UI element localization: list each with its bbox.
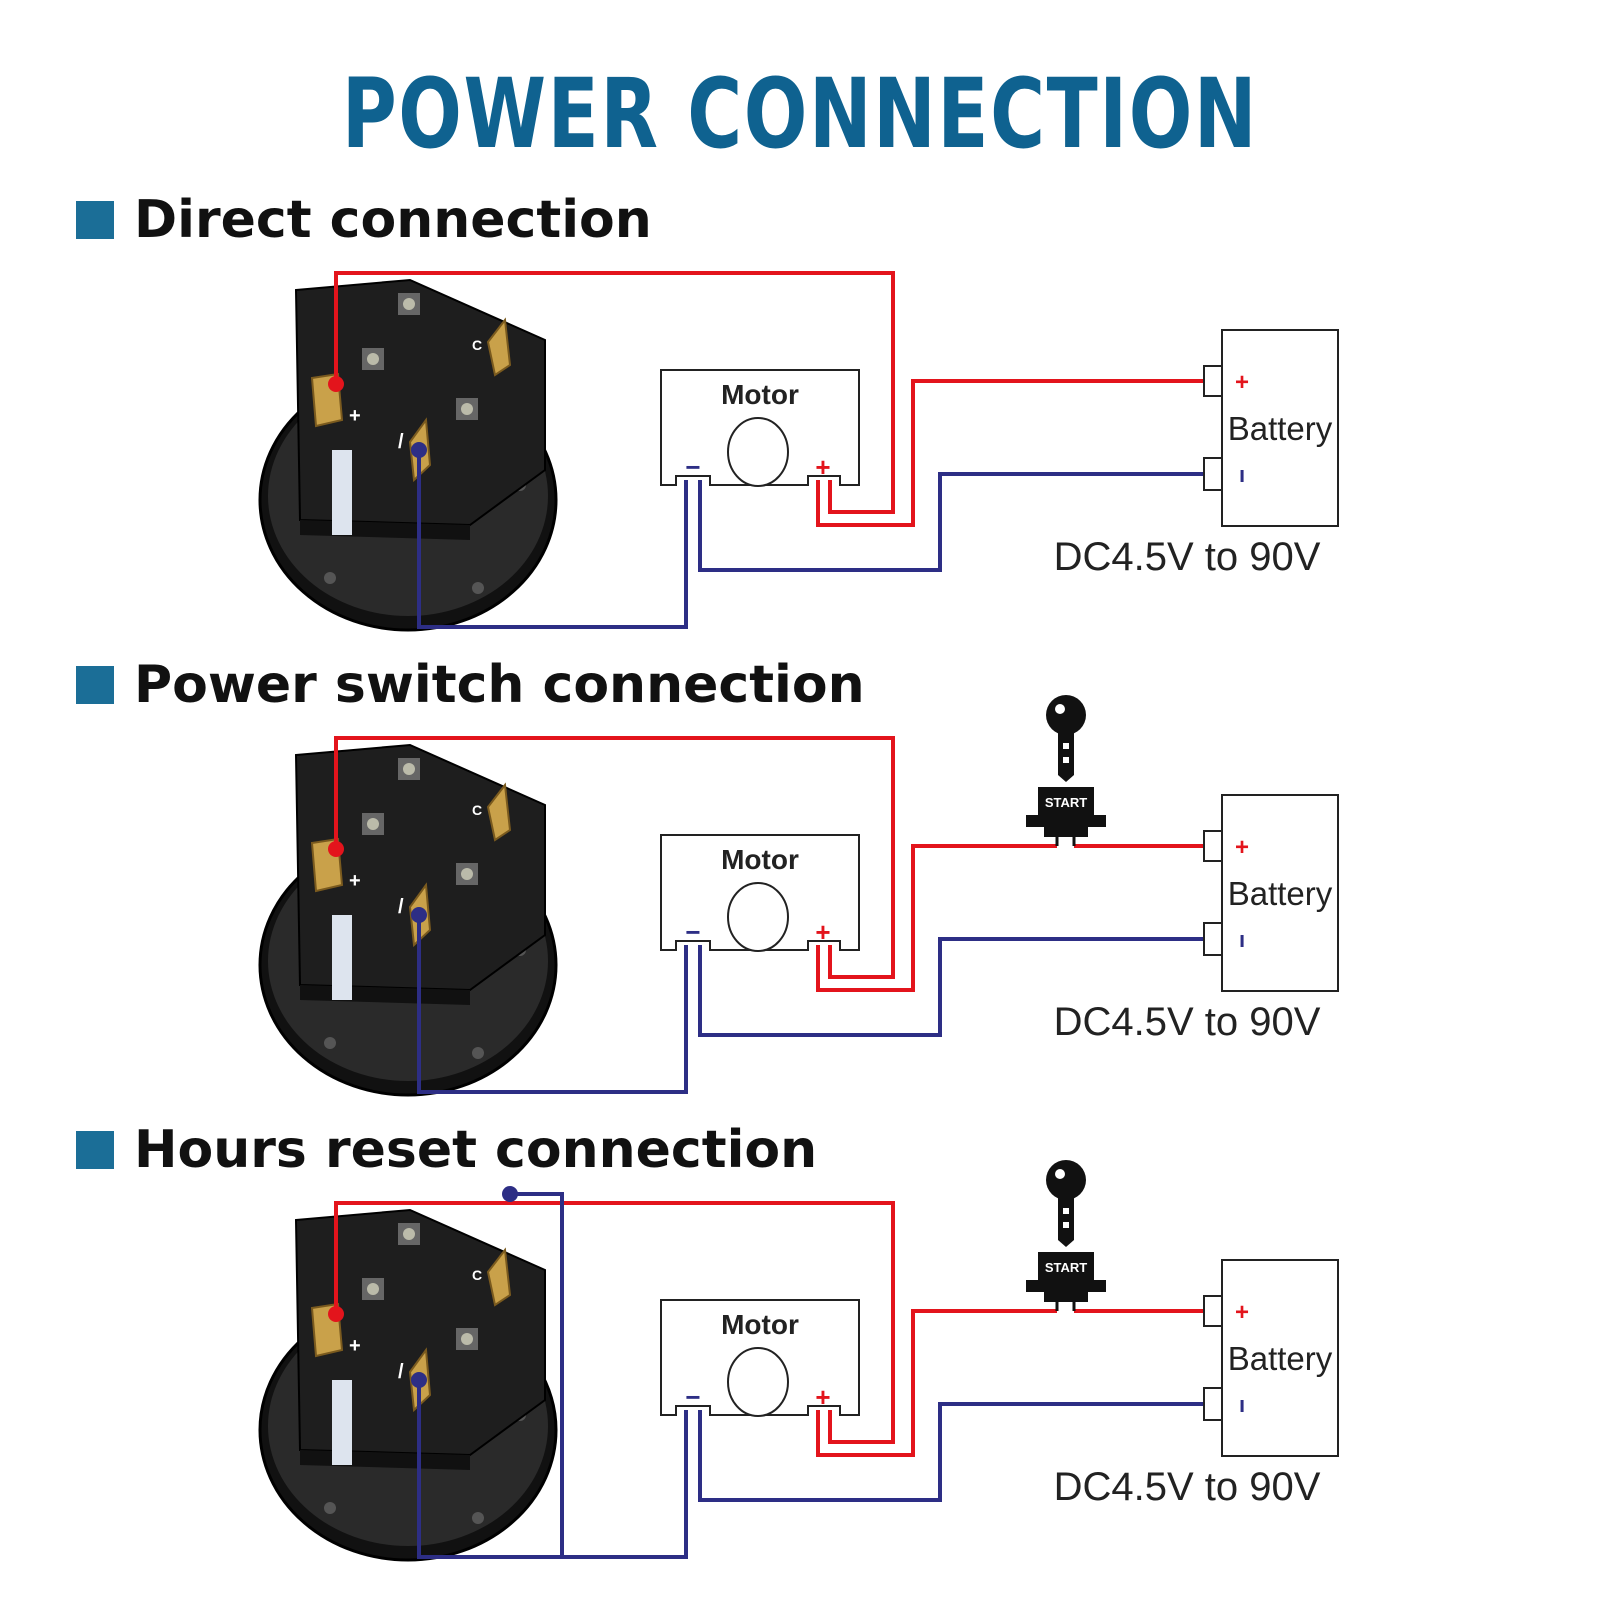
meter-plus-mark: + xyxy=(349,405,361,427)
connection-section-3: Hours reset connection + / xyxy=(0,1110,1600,1575)
switch-start-label: START xyxy=(1045,1260,1087,1275)
meter-minus-mark: / xyxy=(398,431,404,453)
wiring-diagram: + / C Mo xyxy=(258,1160,1339,1562)
negative-wire xyxy=(417,450,1204,629)
meter-negative-terminal xyxy=(411,1372,427,1388)
battery-minus-mark: ı xyxy=(1239,1392,1245,1417)
positive-wire xyxy=(334,271,1204,527)
meter-negative-terminal xyxy=(411,907,427,923)
motor-icon: Motor − + xyxy=(660,1299,860,1417)
negative-wire xyxy=(417,915,1204,1094)
motor-minus-mark: − xyxy=(685,917,700,947)
hour-meter-icon: + / C xyxy=(258,1208,558,1562)
meter-reset-terminal xyxy=(502,1186,518,1202)
battery-icon: Battery + ı xyxy=(1203,329,1339,527)
meter-negative-terminal xyxy=(411,442,427,458)
battery-plus-mark: + xyxy=(1235,369,1249,396)
section-heading: Hours reset connection xyxy=(76,1120,817,1180)
meter-plus-mark: + xyxy=(349,1335,361,1357)
connection-section-2: Power switch connection + / xyxy=(0,645,1600,1110)
wiring-diagram: + / C Mo xyxy=(258,271,1339,632)
negative-wire xyxy=(417,1192,1204,1559)
positive-wire xyxy=(334,1201,1204,1457)
page-title: POWER CONNECTION xyxy=(341,58,1259,170)
voltage-range-label: DC4.5V to 90V xyxy=(1054,1465,1321,1509)
heading-square-icon xyxy=(76,666,114,704)
motor-icon: Motor − + xyxy=(660,834,860,952)
section-heading: Power switch connection xyxy=(76,655,865,715)
section-heading-text: Hours reset connection xyxy=(134,1120,818,1180)
battery-label: Battery xyxy=(1228,875,1333,912)
hour-meter-icon: + / C xyxy=(258,278,558,632)
motor-label: Motor xyxy=(721,379,799,410)
heading-square-icon xyxy=(76,201,114,239)
battery-icon: Battery + ı xyxy=(1203,794,1339,992)
meter-reset-mark: C xyxy=(472,802,482,818)
voltage-range-label: DC4.5V to 90V xyxy=(1054,535,1321,579)
motor-label: Motor xyxy=(721,844,799,875)
meter-positive-terminal xyxy=(328,1306,344,1322)
meter-minus-mark: / xyxy=(398,896,404,918)
motor-plus-mark: + xyxy=(815,1382,830,1412)
battery-minus-mark: ı xyxy=(1239,462,1245,487)
hour-meter-icon: + / C xyxy=(258,743,558,1097)
battery-label: Battery xyxy=(1228,410,1333,447)
motor-minus-mark: − xyxy=(685,452,700,482)
switch-start-label: START xyxy=(1045,795,1087,810)
battery-icon: Battery + ı xyxy=(1203,1259,1339,1457)
motor-icon: Motor − + xyxy=(660,369,860,487)
battery-plus-mark: + xyxy=(1235,834,1249,861)
motor-plus-mark: + xyxy=(815,452,830,482)
positive-wire xyxy=(334,736,1204,992)
motor-minus-mark: − xyxy=(685,1382,700,1412)
key-switch-icon: START xyxy=(1026,695,1106,846)
battery-label: Battery xyxy=(1228,1340,1333,1377)
motor-plus-mark: + xyxy=(815,917,830,947)
key-switch-icon: START xyxy=(1026,1160,1106,1311)
battery-plus-mark: + xyxy=(1235,1299,1249,1326)
section-heading-text: Direct connection xyxy=(134,190,652,250)
wiring-diagram: + / C Mo xyxy=(258,695,1339,1097)
meter-minus-mark: / xyxy=(398,1361,404,1383)
section-heading: Direct connection xyxy=(76,190,652,250)
meter-positive-terminal xyxy=(328,376,344,392)
meter-positive-terminal xyxy=(328,841,344,857)
voltage-range-label: DC4.5V to 90V xyxy=(1054,1000,1321,1044)
connection-section-1: Direct connection + / C xyxy=(0,180,1600,645)
heading-square-icon xyxy=(76,1131,114,1169)
meter-reset-mark: C xyxy=(472,1267,482,1283)
section-heading-text: Power switch connection xyxy=(134,655,865,715)
motor-label: Motor xyxy=(721,1309,799,1340)
meter-reset-mark: C xyxy=(472,337,482,353)
battery-minus-mark: ı xyxy=(1239,927,1245,952)
meter-plus-mark: + xyxy=(349,870,361,892)
